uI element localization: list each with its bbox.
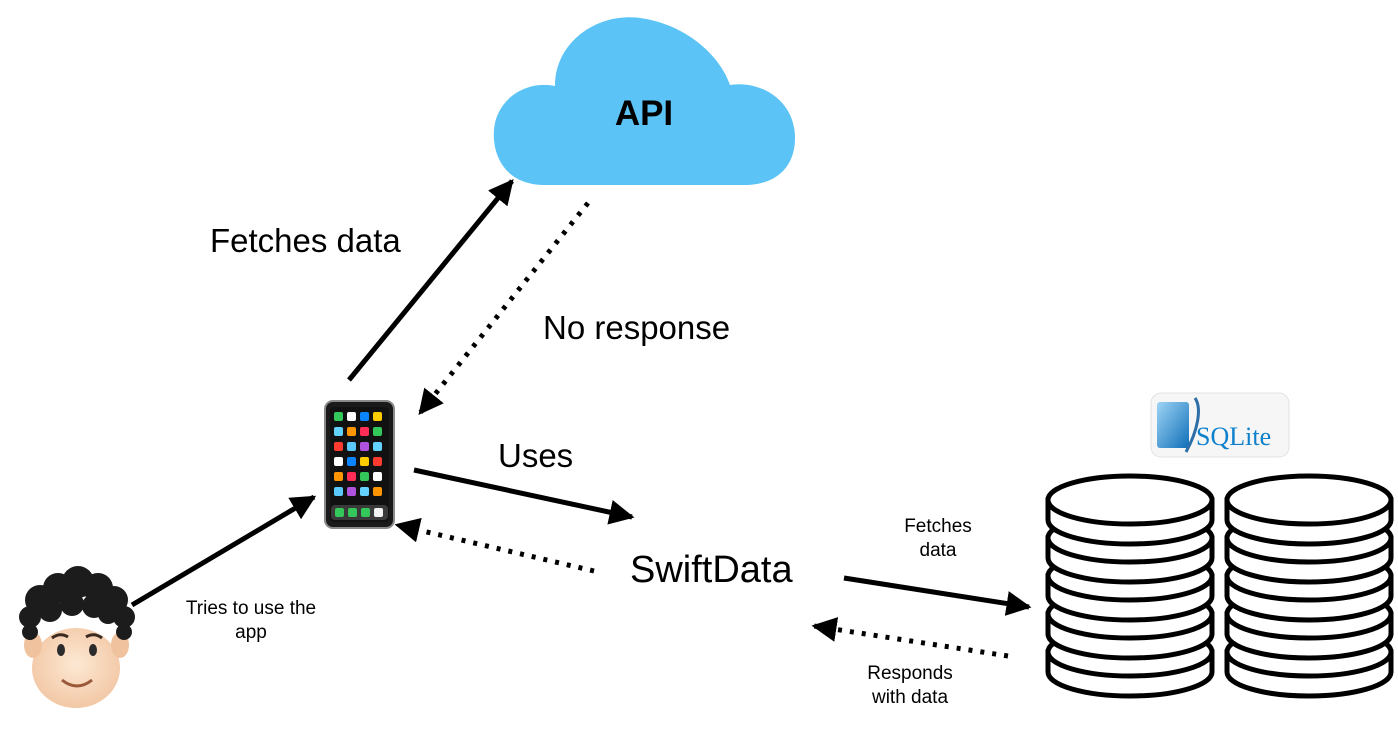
app-icon [373, 472, 382, 481]
app-icon [347, 442, 356, 451]
app-icon [334, 442, 343, 451]
app-icon [347, 472, 356, 481]
api-label: API [614, 94, 674, 133]
app-icon [373, 412, 382, 421]
app-icon [347, 487, 356, 496]
iphone-icon [324, 400, 395, 529]
edge-user-to-phone [130, 494, 317, 608]
app-icon [360, 427, 369, 436]
edge-phone-to-api [347, 179, 514, 382]
edge-label-uses: Uses [498, 437, 574, 474]
app-icon [334, 427, 343, 436]
app-icon [347, 427, 356, 436]
swiftdata-label: SwiftData [630, 549, 793, 591]
database-stack-icon [1045, 473, 1394, 699]
edge-swiftdata-to-db [843, 575, 1032, 616]
app-icon [347, 457, 356, 466]
app-icon [360, 457, 369, 466]
app-icon [360, 472, 369, 481]
app-icon [373, 442, 382, 451]
edge-phone-to-swiftdata [413, 467, 635, 525]
sqlite-logo-text: SQLite [1196, 422, 1271, 451]
app-icon [373, 457, 382, 466]
sqlite-logo: SQLite [1150, 392, 1290, 458]
app-icon [334, 487, 343, 496]
edge-label-responds: Responds with data [850, 662, 970, 710]
edge-label-fetches-db: Fetches data [888, 515, 988, 563]
edge-label-responds-line1: Responds [867, 663, 953, 684]
cloud-icon [493, 17, 795, 185]
edge-label-tries: Tries to use the app [168, 597, 334, 645]
person-emoji-icon [19, 566, 135, 708]
app-icon [373, 487, 382, 496]
database-cylinder [1224, 473, 1394, 699]
app-icon [360, 412, 369, 421]
database-disc-top [1045, 473, 1215, 527]
app-icon [360, 487, 369, 496]
edge-db-to-swiftdata-dotted [811, 617, 1009, 659]
app-icon [334, 472, 343, 481]
edge-swiftdata-to-phone-dotted [394, 517, 595, 574]
database-cylinder [1045, 473, 1215, 699]
api-cloud [493, 17, 795, 185]
app-icon [334, 412, 343, 421]
edge-label-fetches-db-line1: Fetches [904, 516, 972, 537]
edge-label-fetches-api: Fetches data [210, 222, 401, 259]
app-icon [334, 457, 343, 466]
app-icon [360, 442, 369, 451]
app-icon [373, 427, 382, 436]
edge-label-responds-line2: with data [871, 687, 949, 708]
edge-label-tries-line1: Tries to use the [185, 598, 317, 619]
app-icon [347, 412, 356, 421]
edge-api-to-phone-dotted [418, 201, 590, 415]
edge-label-fetches-db-line2: data [919, 540, 957, 561]
edge-label-no-response: No response [543, 309, 731, 346]
database-disc-top [1224, 473, 1394, 527]
edge-label-tries-line2: app [235, 622, 267, 643]
